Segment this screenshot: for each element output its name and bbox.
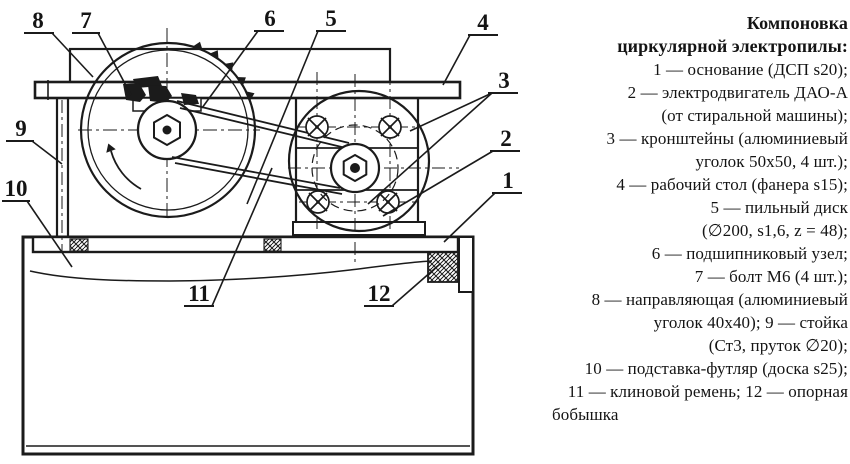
legend-line: 5 — пильный диск — [710, 198, 848, 217]
callout-5: 5 — [246, 6, 346, 205]
legend-line: 2 — электродвигатель ДАО-А — [627, 83, 848, 102]
legend-line: 1 — основание (ДСП s20); — [653, 60, 848, 79]
legend-line: (Ст3, пруток ∅20); — [708, 336, 848, 355]
callout-7: 7 — [72, 8, 132, 96]
hatched-foot — [69, 238, 89, 252]
stand-case — [21, 235, 475, 456]
callout-number: 10 — [5, 176, 28, 201]
stand-column — [55, 97, 70, 251]
callout-number: 9 — [15, 116, 27, 141]
motor-body — [287, 89, 431, 233]
corner-post — [458, 236, 474, 293]
callout-number: 1 — [502, 168, 514, 193]
callout-12: 12 — [364, 263, 441, 307]
callout-1: 1 — [443, 168, 522, 243]
legend-title-line2: циркулярной электропилы: — [617, 36, 848, 56]
legend-line: 3 — кронштейны (алюминиевый — [606, 129, 848, 148]
legend: Компоновка циркулярной электропилы: 1 — … — [552, 12, 848, 426]
callout-number: 12 — [368, 281, 391, 306]
rotation-arrow — [106, 143, 142, 190]
callout-6: 6 — [201, 6, 284, 109]
callout-number: 7 — [80, 8, 92, 33]
callout-2: 2 — [382, 126, 520, 217]
callout-number: 11 — [188, 281, 210, 306]
callout-number: 5 — [325, 6, 337, 31]
callout-8: 8 — [24, 8, 94, 78]
driven-pulley — [136, 99, 198, 161]
support-bobbin — [427, 251, 459, 283]
circular-saw-diagram: 8 7 6 5 4 3 — [2, 6, 522, 456]
motor-assembly — [287, 72, 459, 266]
callout-11: 11 — [184, 167, 273, 307]
legend-line: уголок 40х40); 9 — стойка — [653, 313, 848, 332]
blade-teeth — [191, 41, 255, 102]
legend-line: уголок 50х50, 4 шт.); — [695, 152, 848, 171]
legend-line: 4 — рабочий стол (фанера s15); — [616, 175, 848, 194]
callout-4: 4 — [442, 10, 498, 86]
legend-line: (от стиральной машины); — [661, 106, 848, 125]
motor-pulley — [311, 124, 399, 212]
legend-title-line1: Компоновка — [746, 13, 848, 33]
legend-line: 10 — подставка-футляр (доска s25); — [584, 359, 848, 378]
legend-line: (∅200, s1,6, z = 48); — [702, 221, 848, 240]
break-line — [29, 260, 433, 282]
legend-line: 6 — подшипниковый узел; — [651, 244, 848, 263]
callout-number: 3 — [498, 68, 510, 93]
legend-line: 8 — направляющая (алюминиевый — [591, 290, 848, 309]
callout-number: 2 — [500, 126, 512, 151]
callout-3: 3 — [367, 68, 518, 205]
hatched-foot — [263, 238, 282, 252]
callout-9: 9 — [6, 116, 63, 165]
legend-line: 11 — клиновой ремень; 12 — опорная — [567, 382, 848, 401]
legend-line: бобышка — [552, 405, 619, 424]
callout-number: 4 — [477, 10, 489, 35]
callout-number: 8 — [32, 8, 44, 33]
callout-10: 10 — [2, 176, 73, 268]
bracket-plate — [292, 221, 426, 236]
callout-number: 6 — [264, 6, 276, 31]
saw-blade — [78, 28, 260, 221]
callouts: 8 7 6 5 4 3 — [2, 6, 522, 307]
legend-line: 7 — болт М6 (4 шт.); — [694, 267, 848, 286]
base-board — [31, 235, 460, 254]
